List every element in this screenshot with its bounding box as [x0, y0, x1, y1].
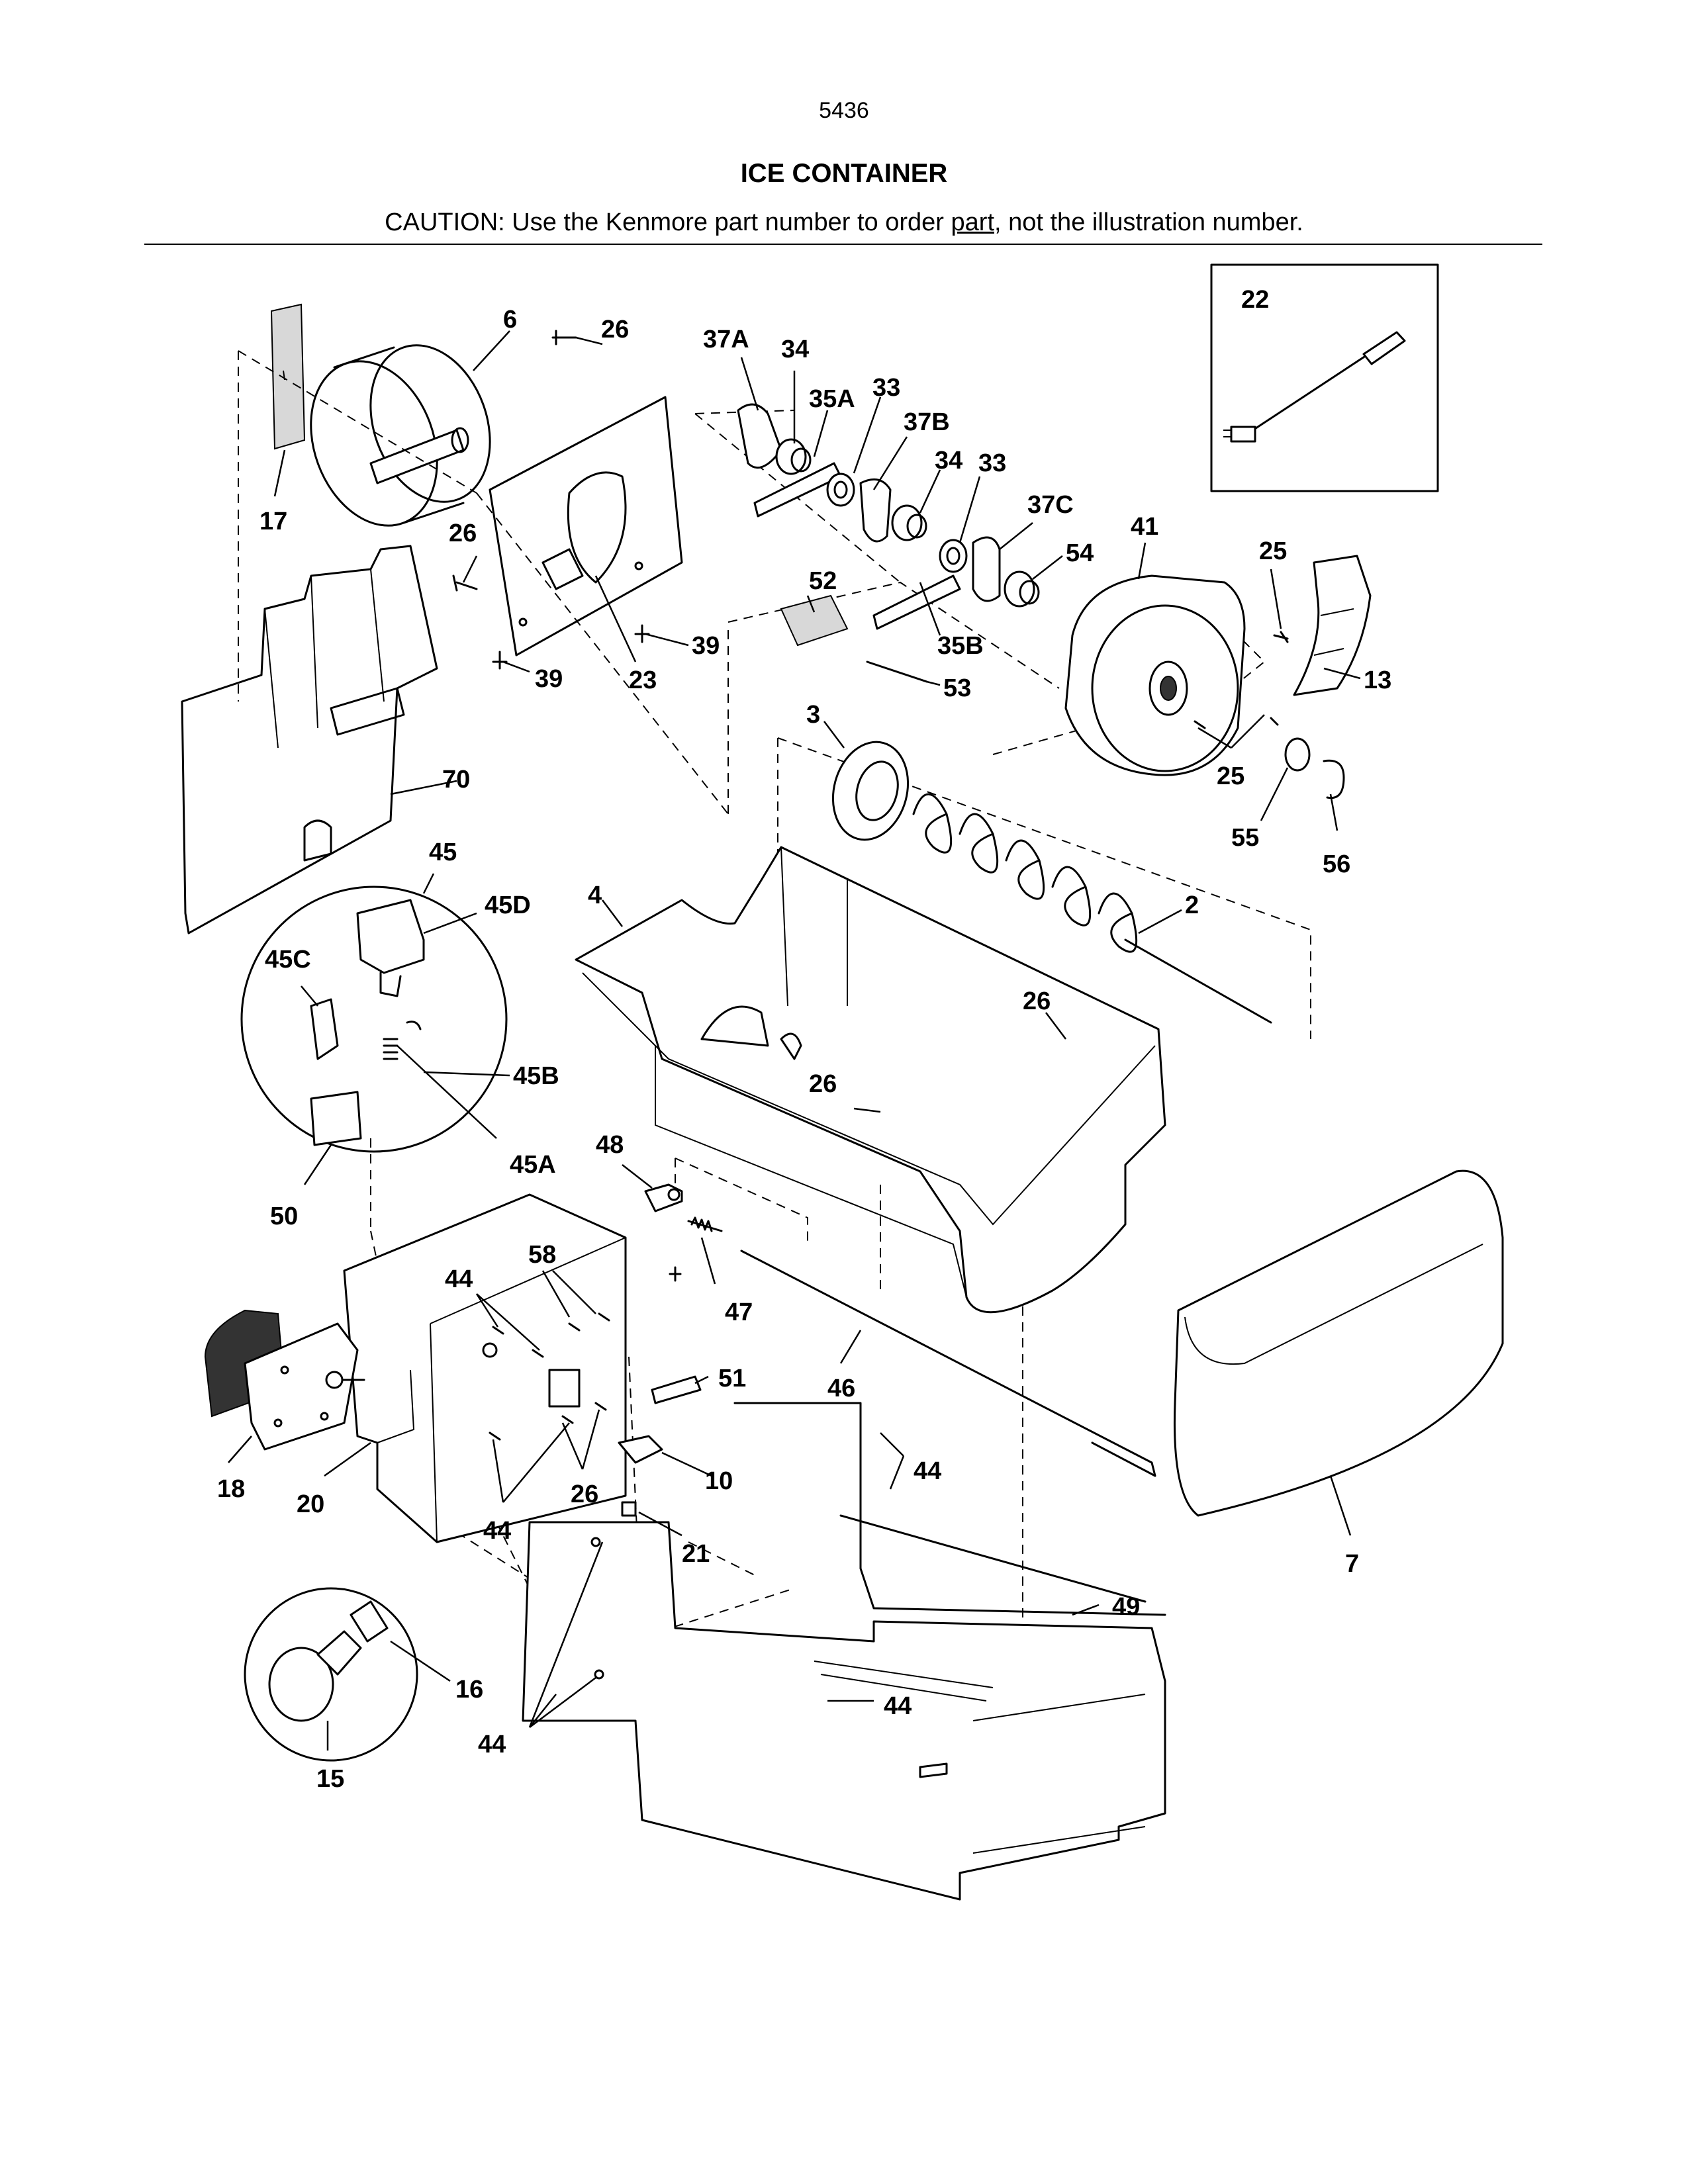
part-41-housing: [1064, 574, 1246, 776]
callout-25: 25: [1217, 762, 1244, 790]
cam-assembly: [737, 403, 1040, 630]
part-4-ice-bucket: [575, 846, 1166, 1314]
housing-screws: [489, 1312, 610, 1441]
callout-51: 51: [718, 1365, 746, 1392]
detail-circle-bulb: [244, 1587, 418, 1762]
parts-51-10-21: [618, 1375, 702, 1517]
callout-44: 44: [483, 1517, 511, 1545]
callout-58: 58: [528, 1241, 556, 1269]
callout-44: 44: [884, 1692, 912, 1720]
part-7-front-cover: [1173, 1169, 1504, 1517]
inset-box-thermistor: [1210, 263, 1439, 492]
callout-13: 13: [1364, 666, 1391, 694]
part-70-bracket: [181, 545, 438, 934]
callout-56: 56: [1323, 850, 1350, 878]
caution-text: CAUTION: Use the Kenmore part number to …: [385, 208, 951, 236]
callout-45: 45: [429, 839, 457, 866]
callout-10: 10: [705, 1467, 733, 1495]
callout-44: 44: [914, 1457, 941, 1485]
callout-53: 53: [943, 674, 971, 702]
callout-44: 44: [478, 1731, 506, 1758]
callout-17: 17: [259, 508, 287, 535]
callout-37c: 37C: [1027, 491, 1074, 519]
callout-16: 16: [455, 1676, 483, 1704]
part-52-53: [780, 594, 928, 683]
callout-7: 7: [1345, 1550, 1359, 1578]
part-2-auger-spring: [912, 793, 1272, 1024]
callout-26: 26: [571, 1480, 598, 1508]
callout-49: 49: [1112, 1593, 1140, 1621]
callout-48: 48: [596, 1131, 624, 1159]
callout-26: 26: [601, 316, 629, 343]
callout-47: 47: [725, 1298, 753, 1326]
callout-55: 55: [1231, 824, 1259, 852]
callout-34: 34: [781, 336, 809, 363]
callout-23: 23: [629, 666, 657, 694]
callout-45a: 45A: [510, 1151, 556, 1179]
callout-54: 54: [1066, 539, 1094, 567]
part-3-bearing: [831, 741, 910, 841]
linkage-46-47-48: [644, 1183, 1156, 1477]
callout-37a: 37A: [703, 326, 749, 353]
callout-35a: 35A: [809, 385, 855, 413]
callout-45d: 45D: [485, 891, 531, 919]
page-title: ICE CONTAINER: [740, 159, 948, 188]
callout-46: 46: [827, 1375, 855, 1402]
callout-45b: 45B: [513, 1062, 559, 1090]
callout-39: 39: [535, 665, 563, 693]
callout-22: 22: [1241, 286, 1269, 314]
caution-note: CAUTION: Use the Kenmore part number to …: [0, 208, 1688, 237]
clips-55-56: [1194, 631, 1345, 799]
callout-52: 52: [809, 567, 837, 595]
callout-44: 44: [445, 1265, 473, 1293]
callout-4: 4: [588, 882, 602, 909]
part-6-auger-drum: [310, 344, 491, 527]
callout-26: 26: [809, 1070, 837, 1098]
callout-21: 21: [682, 1540, 710, 1568]
part-13-cover: [1293, 555, 1372, 696]
callout-33: 33: [978, 449, 1006, 477]
callout-26: 26: [1023, 987, 1051, 1015]
callout-3: 3: [806, 701, 820, 729]
part-17-pad: [270, 303, 306, 450]
callout-2: 2: [1185, 891, 1199, 919]
callout-labels: 22 6 26 37A 34 35A 33 37B 34 33 37C 54 4…: [217, 286, 1391, 1793]
callout-41: 41: [1131, 513, 1158, 541]
leader-lines: [228, 330, 1361, 1751]
part-18-motor: [204, 1309, 365, 1451]
callout-37b: 37B: [904, 408, 950, 436]
callout-26: 26: [449, 520, 477, 547]
callout-25: 25: [1259, 537, 1287, 565]
detail-circle-45: [240, 886, 508, 1153]
callout-35b: 35B: [937, 632, 984, 660]
part-23-plate: [489, 396, 683, 657]
part-20-motor-housing: [343, 1193, 627, 1543]
callout-6: 6: [503, 306, 517, 334]
callout-33: 33: [872, 374, 900, 402]
callout-39: 39: [692, 632, 720, 660]
callout-50: 50: [270, 1203, 298, 1230]
callout-15: 15: [316, 1765, 344, 1793]
callout-18: 18: [217, 1475, 245, 1503]
screws-top: [452, 330, 650, 670]
callout-34: 34: [935, 447, 962, 475]
callout-45c: 45C: [265, 946, 311, 974]
page-number: 5436: [819, 98, 869, 123]
callout-20: 20: [297, 1490, 324, 1518]
part-49-tray: [522, 1402, 1166, 1901]
caution-part-word: part: [951, 208, 994, 236]
caution-text-end: , not the illustration number.: [994, 208, 1303, 236]
header-rule: [144, 244, 1542, 245]
callout-70: 70: [442, 766, 470, 794]
